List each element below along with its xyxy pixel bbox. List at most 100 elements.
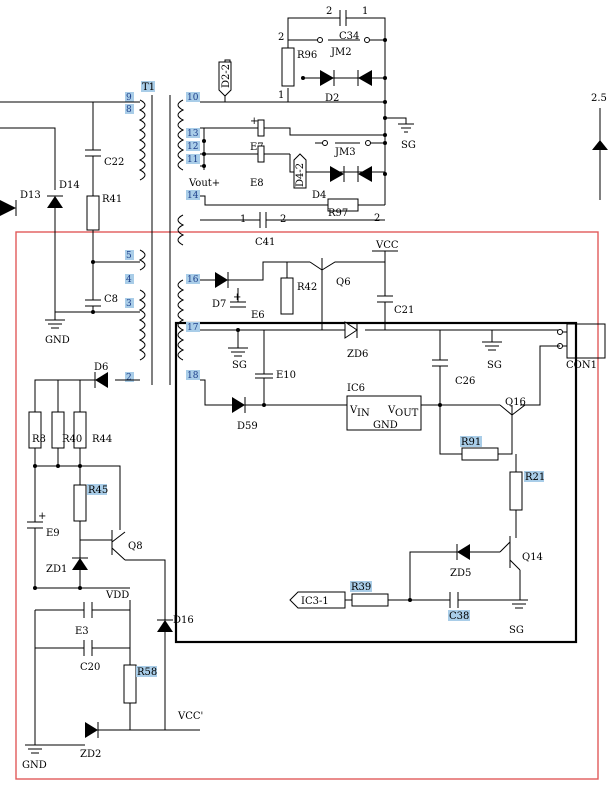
svg-text:1: 1 [240, 214, 246, 225]
d6-label: D6 [94, 362, 108, 373]
ic3-1-tag: IC3-1 [301, 596, 329, 607]
highlight-region-red [15, 231, 599, 780]
zd5-label: ZD5 [450, 568, 471, 579]
pin-14: 14 [187, 191, 199, 201]
zd2-label: ZD2 [80, 749, 101, 760]
r96-label: R96 [297, 50, 317, 61]
d2-label: D2 [325, 93, 339, 104]
r44-label: R44 [92, 434, 112, 445]
vcc-prime-label: VCC' [177, 711, 203, 722]
zd1-label: ZD1 [46, 564, 67, 575]
d4-label: D4 [312, 190, 326, 201]
jm3-label: JM3 [334, 147, 356, 158]
svg-text:+: + [233, 292, 241, 303]
pin-17: 17 [187, 323, 199, 333]
c41-label: C41 [255, 237, 275, 248]
ic6-gnd-label: GND [373, 420, 398, 431]
c26-label: C26 [455, 376, 475, 387]
pin-11: 11 [187, 155, 198, 165]
d16-label: D16 [173, 615, 194, 626]
primary-side: GND D14 D13 C22 R41 C8 [0, 101, 140, 346]
t1-label: T1 [142, 82, 155, 93]
drive-section: Q16 R91 R21 Q14 ZD5 SG R39 C38 IC3-1 [289, 397, 545, 636]
c20-label: C20 [80, 662, 100, 673]
c8-label: C8 [104, 294, 118, 305]
con1-label: CON1 [566, 360, 597, 371]
e9-label: E9 [46, 528, 60, 539]
pin-2: 2 [126, 373, 132, 383]
svg-text:2: 2 [326, 6, 332, 17]
d4-2-tag: D4-2 [295, 163, 306, 187]
c38-label: C38 [449, 611, 469, 622]
con1-connector: CON1 [520, 323, 606, 406]
sg-label-e6: SG [232, 360, 247, 371]
r8-label: R8 [32, 434, 46, 445]
ic6-regulator: IC6 V IN V OUT GND D59 E10 C26 SG [200, 330, 502, 432]
c21-label: C21 [394, 305, 414, 316]
sg-label-top: SG [401, 140, 416, 151]
d7-label: D7 [212, 299, 226, 310]
q8-label: Q8 [128, 541, 143, 552]
q14-label: Q14 [522, 552, 543, 563]
c22-label: C22 [104, 157, 124, 168]
svg-text:+: + [250, 116, 258, 127]
left-control-section: D6 R8 R40 R44 R45 Q8 ZD1 + E9 VDD E3 C20 [22, 362, 203, 771]
svg-text:2: 2 [280, 214, 286, 225]
r21-label: R21 [525, 472, 545, 483]
pin-9: 9 [126, 93, 132, 103]
pin-8: 8 [126, 105, 132, 115]
gnd-bottom-label: GND [22, 760, 47, 771]
svg-text:IN: IN [357, 408, 370, 419]
jm2-label: JM2 [330, 47, 352, 58]
q16-label: Q16 [505, 397, 526, 408]
svg-text:1: 1 [278, 90, 284, 101]
r41-label: R41 [102, 194, 122, 205]
sg-label-bottom: SG [509, 625, 524, 636]
q6-section: VCC D7 R42 Q6 C21 + E6 ZD6 SG [200, 240, 560, 371]
svg-text:2: 2 [278, 32, 284, 43]
pin-4: 4 [126, 275, 132, 285]
pin-5: 5 [126, 251, 132, 261]
r39-label: R39 [351, 582, 371, 593]
partial-label: 2.5 [591, 93, 607, 104]
e3-label: E3 [75, 626, 89, 637]
r42-label: R42 [297, 282, 317, 293]
pin-16: 16 [187, 275, 199, 285]
d14-label: D14 [59, 180, 80, 191]
svg-text:OUT: OUT [395, 408, 419, 419]
q6-label: Q6 [336, 277, 351, 288]
vcc-label-top: VCC [375, 240, 399, 251]
svg-text:V: V [387, 405, 396, 416]
r45-label: R45 [88, 485, 108, 496]
vout-label: Vout+ [188, 178, 220, 189]
gnd-top-label: GND [45, 335, 70, 346]
e8-label: E8 [250, 178, 264, 189]
sg-label-mid: SG [487, 360, 502, 371]
d59-label: D59 [237, 421, 258, 432]
r91-label: R91 [461, 437, 481, 448]
e6-label: E6 [251, 310, 265, 321]
r97-label: R97 [328, 208, 348, 219]
pin-3: 3 [126, 299, 132, 309]
pin-12: 12 [187, 142, 198, 152]
feedback-box [174, 321, 578, 644]
r40-label: R40 [62, 434, 82, 445]
transformer-t1: T1 [138, 81, 185, 385]
top-output-section: D2-2 R96 2 1 2 1 C34 JM2 D2 + E7 E8 Vout… [188, 6, 416, 248]
svg-text:+: + [38, 511, 46, 522]
pin-18: 18 [187, 371, 199, 381]
e7-label: E7 [250, 142, 264, 153]
pin-13: 13 [187, 129, 199, 139]
c34-label: C34 [339, 31, 359, 42]
ic6-label: IC6 [347, 383, 365, 394]
vdd-label: VDD [105, 590, 129, 601]
svg-text:1: 1 [362, 6, 368, 17]
zd6-label: ZD6 [347, 349, 368, 360]
svg-text:2: 2 [374, 213, 380, 224]
svg-text:V: V [349, 405, 358, 416]
pin-10: 10 [187, 93, 199, 103]
d13-label: D13 [20, 190, 41, 201]
d2-2-tag: D2-2 [221, 64, 232, 88]
r58-label: R58 [137, 667, 157, 678]
